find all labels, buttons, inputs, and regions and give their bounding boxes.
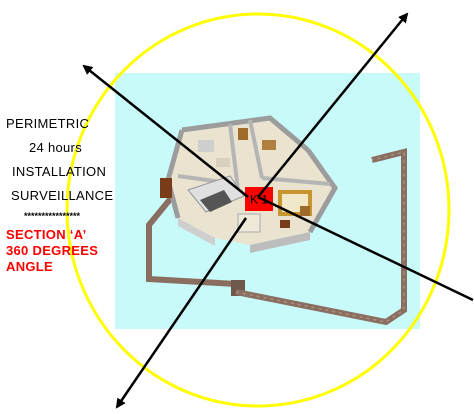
arrow-down-left [115, 217, 248, 409]
camera-k1-box [245, 187, 273, 211]
label-surveillance: SURVEILLANCE [11, 188, 114, 203]
coverage-circle [65, 12, 451, 408]
label-360-degrees: 360 DEGREES [6, 243, 99, 258]
label-angle: ANGLE [6, 259, 53, 274]
arrow-down-right [257, 195, 474, 302]
arrow-up-right [257, 12, 409, 198]
label-stars-divider: **************** [24, 211, 81, 221]
label-installation: INSTALLATION [12, 164, 107, 179]
label-section-a: SECTION ‘A’ [6, 227, 87, 242]
arrow-up-left [82, 64, 249, 198]
label-perimetric: PERIMETRIC [6, 116, 90, 131]
coverage-arrows [82, 12, 474, 409]
perimeter-wall [146, 148, 407, 326]
camera-k1-label: K 1 [250, 193, 268, 207]
label-24-hours: 24 hours [29, 140, 82, 155]
